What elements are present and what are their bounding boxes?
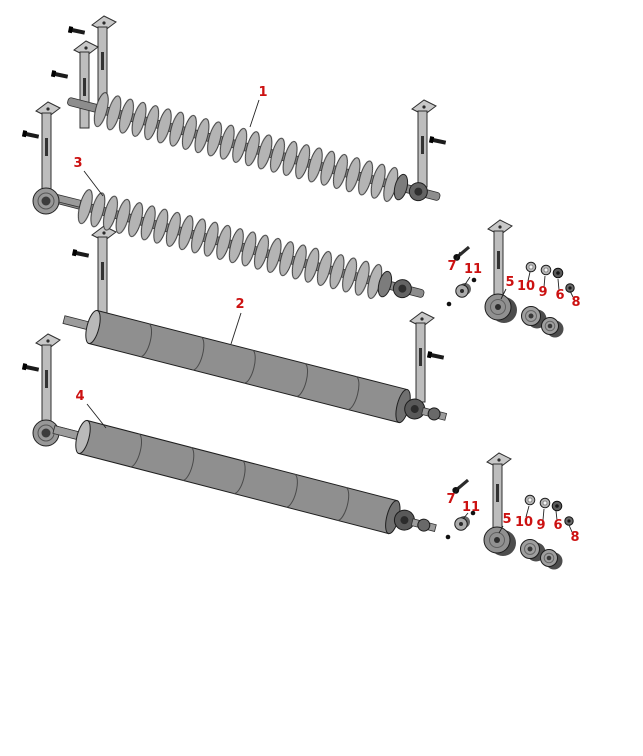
- bearing-part: [551, 500, 563, 512]
- callout-6-lower: 6: [553, 510, 563, 533]
- callout-7-upper: 7: [447, 251, 461, 274]
- callout-3: 3: [73, 156, 104, 197]
- callout-number: 5: [505, 275, 514, 290]
- spacer-part: [455, 282, 472, 298]
- hardware-group-upper: [446, 219, 575, 338]
- callout-number: 3: [73, 156, 82, 171]
- spacer-part: [454, 515, 471, 531]
- callout-5-upper: 5: [500, 275, 515, 300]
- callout-number: 8: [570, 530, 579, 545]
- callout-5-lower: 5: [498, 512, 512, 534]
- callout-number: 11: [462, 500, 480, 515]
- bolt-icon: [71, 249, 90, 259]
- bracket-left-roller2: [71, 225, 117, 324]
- washer-part: [525, 261, 537, 273]
- callout-9-lower: 9: [536, 508, 546, 533]
- callout-10-lower: 10: [515, 505, 533, 530]
- callout-number: 7: [447, 259, 456, 274]
- callout-2: 2: [230, 297, 245, 345]
- callout-8-upper: 8: [569, 290, 581, 310]
- callout-4: 4: [75, 389, 107, 429]
- callout-11-lower: 11: [462, 500, 480, 520]
- callout-number: 10: [517, 279, 535, 294]
- callout-number: 6: [553, 518, 562, 533]
- bracket-left-roller3: [21, 101, 82, 215]
- smooth-roller-2: [62, 309, 448, 424]
- callout-7-lower: 7: [446, 485, 460, 507]
- smooth-roller-4: [52, 419, 437, 535]
- callout-number: 1: [258, 85, 267, 100]
- bolt-icon: [428, 136, 447, 146]
- callout-number: 2: [235, 297, 244, 312]
- bolt-icon: [21, 130, 40, 140]
- bearing-part: [552, 267, 564, 279]
- bracket-left-roller4: [21, 333, 82, 447]
- nut-part: [564, 516, 574, 526]
- hardware-group-lower: [445, 452, 574, 570]
- bearing-wheel: [541, 317, 564, 338]
- callout-number: 6: [555, 288, 564, 303]
- callout-1: 1: [249, 85, 268, 128]
- bracket-top-front: [50, 40, 99, 129]
- callout-6-upper: 6: [555, 278, 565, 303]
- callout-number: 7: [446, 492, 455, 507]
- washer-part: [540, 264, 552, 276]
- bracket-right-roller1: [411, 99, 447, 188]
- callout-number: 8: [571, 295, 580, 310]
- washer-part: [539, 497, 551, 509]
- bolt-icon: [426, 351, 445, 361]
- callout-8-lower: 8: [568, 524, 580, 545]
- callout-number: 11: [464, 262, 482, 277]
- callout-number: 10: [515, 515, 533, 530]
- callout-11-upper: 11: [463, 262, 482, 287]
- callout-number: 9: [538, 285, 547, 300]
- bracket-right-roller2: [409, 311, 445, 403]
- callout-10-upper: 10: [517, 271, 535, 294]
- bearing-wheel: [540, 549, 563, 570]
- grooved-roller-3: [51, 187, 425, 302]
- bolt-icon: [50, 70, 69, 80]
- callout-number: 5: [502, 512, 511, 527]
- bolt-icon: [67, 26, 86, 36]
- callout-9-upper: 9: [538, 275, 548, 300]
- callout-number: 4: [75, 389, 84, 404]
- bolt-icon: [21, 363, 40, 373]
- callout-number: 9: [536, 518, 545, 533]
- grooved-roller-1: [67, 90, 441, 205]
- nut-part: [565, 283, 575, 293]
- washer-part: [524, 494, 536, 506]
